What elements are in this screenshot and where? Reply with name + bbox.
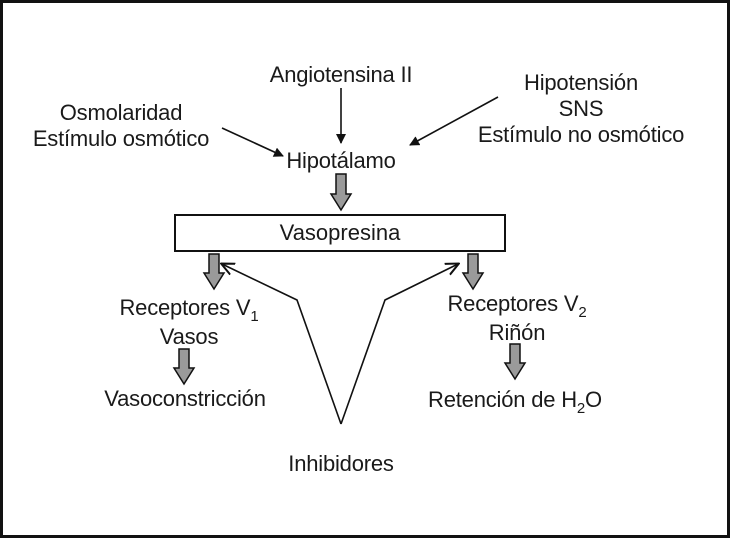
- block-arrow-vasopressin-to-v2: [461, 253, 485, 291]
- receptor-v2-label: Receptores V2 Riñón: [447, 291, 586, 346]
- vasopressin-label: Vasopresina: [279, 220, 401, 245]
- receptor-v1-line1: Receptores V1: [119, 295, 259, 325]
- hypotension-label: Hipotensión SNS Estímulo no osmótico: [477, 70, 685, 148]
- hypotension-line2: SNS: [558, 96, 604, 121]
- inhibitor-line-to-v2: [340, 264, 458, 425]
- hypothalamus-label: Hipotálamo: [286, 148, 396, 173]
- receptor-v2-line2: Riñón: [488, 320, 546, 345]
- vasopressin-box: Vasopresina: [174, 214, 506, 252]
- receptor-v1-label: Receptores V1 Vasos: [119, 295, 258, 350]
- block-arrow-v1-to-vasoconstriction: [172, 348, 196, 386]
- hypotension-line3: Estímulo no osmótico: [477, 122, 685, 147]
- block-arrow-vasopressin-to-v1: [202, 253, 226, 291]
- inhibitor-line-to-v1: [222, 264, 342, 425]
- water-retention-label: Retención de H2O: [428, 387, 602, 417]
- vasoconstriction-label: Vasoconstricción: [104, 386, 266, 411]
- osmolarity-label: Osmolaridad Estímulo osmótico: [32, 100, 210, 152]
- receptor-v1-line2: Vasos: [159, 324, 219, 349]
- arrow-hypotension-to-hypothalamus: [409, 96, 499, 146]
- osmolarity-line2: Estímulo osmótico: [32, 126, 210, 151]
- angiotensin-label: Angiotensina II: [269, 62, 413, 87]
- osmolarity-line1: Osmolaridad: [59, 100, 183, 125]
- inhibitors-label: Inhibidores: [288, 451, 394, 476]
- block-arrow-v2-to-water-retention: [503, 343, 527, 381]
- block-arrow-hypothalamus-to-vasopressin: [329, 173, 353, 212]
- arrow-osmolarity-to-hypothalamus: [221, 127, 284, 157]
- receptor-v2-line1: Receptores V2: [447, 291, 587, 321]
- hypotension-line1: Hipotensión: [524, 70, 638, 95]
